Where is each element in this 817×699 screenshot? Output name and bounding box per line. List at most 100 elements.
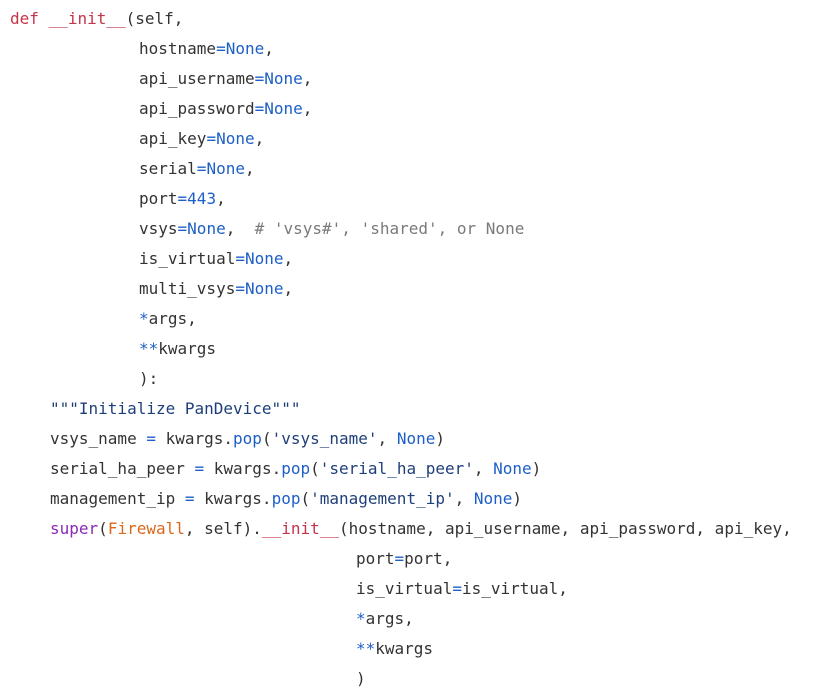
code-token: None bbox=[264, 99, 303, 118]
code-token: ) bbox=[531, 459, 542, 478]
code-token: , bbox=[302, 99, 313, 118]
code-token: = bbox=[194, 459, 205, 478]
code-line: **kwargs bbox=[0, 634, 817, 664]
code-token: ** bbox=[139, 339, 159, 358]
code-token: is_virtual bbox=[356, 579, 453, 598]
code-line: serial=None, bbox=[0, 154, 817, 184]
code-token: = bbox=[254, 69, 265, 88]
code-token: api_username bbox=[139, 69, 255, 88]
code-line: multi_vsys=None, bbox=[0, 274, 817, 304]
code-token: * bbox=[139, 309, 149, 328]
code-token: kwargs. bbox=[194, 489, 272, 508]
code-line: management_ip = kwargs.pop('management_i… bbox=[0, 484, 817, 514]
code-token: = bbox=[177, 189, 188, 208]
code-token: None bbox=[473, 489, 513, 508]
code-token: , bbox=[377, 429, 397, 448]
code-line: hostname=None, bbox=[0, 34, 817, 64]
code-token: ( bbox=[98, 519, 108, 538]
code-token: args, bbox=[148, 309, 197, 328]
code-token: , bbox=[454, 489, 474, 508]
code-line: **kwargs bbox=[0, 334, 817, 364]
code-token: serial bbox=[139, 159, 197, 178]
code-line: port=port, bbox=[0, 544, 817, 574]
code-token: multi_vsys bbox=[139, 279, 236, 298]
code-token: management_ip bbox=[50, 489, 185, 508]
code-token: pop bbox=[233, 429, 262, 448]
code-token: , bbox=[216, 189, 226, 208]
code-token: kwargs. bbox=[204, 459, 282, 478]
code-line: super(Firewall, self).__init__(hostname,… bbox=[0, 514, 817, 544]
code-token: None bbox=[216, 129, 255, 148]
code-token: super bbox=[50, 519, 99, 538]
code-token: def bbox=[10, 9, 39, 28]
code-token: serial_ha_peer bbox=[50, 459, 195, 478]
code-token: = bbox=[196, 159, 207, 178]
code-token: , bbox=[264, 39, 274, 58]
code-token: is_virtual, bbox=[461, 579, 568, 598]
code-token: pop bbox=[271, 489, 301, 508]
code-token: pop bbox=[281, 459, 311, 478]
code-token: __init__ bbox=[48, 9, 126, 28]
code-token: = bbox=[235, 249, 245, 268]
code-token: kwargs bbox=[158, 339, 217, 358]
code-token: 'serial_ha_peer' bbox=[319, 459, 474, 478]
code-token: = bbox=[452, 579, 462, 598]
code-line: api_password=None, bbox=[0, 94, 817, 124]
code-token: kwargs bbox=[375, 639, 434, 658]
code-token: None bbox=[206, 159, 245, 178]
code-token bbox=[39, 9, 49, 28]
code-token: api_key bbox=[139, 129, 207, 148]
code-token: __init__ bbox=[261, 519, 339, 538]
code-token: ** bbox=[356, 639, 376, 658]
code-token: ): bbox=[139, 369, 159, 388]
code-token: ( bbox=[300, 489, 311, 508]
code-line: api_username=None, bbox=[0, 64, 817, 94]
code-token: , bbox=[225, 219, 255, 238]
code-token: None bbox=[493, 459, 532, 478]
code-token: None bbox=[244, 249, 284, 268]
code-token: = bbox=[394, 549, 405, 568]
code-token: , bbox=[283, 279, 294, 298]
code-token: port bbox=[139, 189, 178, 208]
code-token: , bbox=[302, 69, 313, 88]
code-token: 443 bbox=[187, 189, 217, 208]
code-line: *args, bbox=[0, 304, 817, 334]
code-token: 'vsys_name' bbox=[271, 429, 378, 448]
code-token: 'management_ip' bbox=[310, 489, 455, 508]
code-token: , self). bbox=[184, 519, 262, 538]
code-token: vsys_name bbox=[50, 429, 147, 448]
code-token: is_virtual bbox=[139, 249, 236, 268]
code-token: Firewall bbox=[107, 519, 185, 538]
code-line: vsys_name = kwargs.pop('vsys_name', None… bbox=[0, 424, 817, 454]
code-line: is_virtual=None, bbox=[0, 244, 817, 274]
code-token: , bbox=[283, 249, 294, 268]
code-line: serial_ha_peer = kwargs.pop('serial_ha_p… bbox=[0, 454, 817, 484]
code-token: , bbox=[473, 459, 494, 478]
code-token: = bbox=[146, 429, 156, 448]
code-token: args, bbox=[365, 609, 414, 628]
code-token: None bbox=[225, 39, 265, 58]
code-line: api_key=None, bbox=[0, 124, 817, 154]
code-token: None bbox=[264, 69, 303, 88]
code-token: None bbox=[187, 219, 226, 238]
code-token: port bbox=[356, 549, 395, 568]
code-token: = bbox=[206, 129, 217, 148]
code-token: api_password bbox=[139, 99, 255, 118]
code-token: ( bbox=[310, 459, 320, 478]
code-token: ) bbox=[435, 429, 445, 448]
code-token: vsys bbox=[139, 219, 178, 238]
code-token: hostname bbox=[139, 39, 217, 58]
code-token: None bbox=[244, 279, 284, 298]
code-token: = bbox=[216, 39, 226, 58]
code-line: vsys=None, # 'vsys#', 'shared', or None bbox=[0, 214, 817, 244]
code-token: = bbox=[235, 279, 245, 298]
code-line: ) bbox=[0, 664, 817, 694]
code-token: , bbox=[244, 159, 255, 178]
code-token: (hostname, api_username, api_password, a… bbox=[339, 519, 792, 538]
code-token: """Initialize PanDevice""" bbox=[50, 399, 301, 418]
code-token: None bbox=[396, 429, 436, 448]
code-token: = bbox=[177, 219, 188, 238]
code-token: , bbox=[254, 129, 265, 148]
code-token: = bbox=[254, 99, 265, 118]
